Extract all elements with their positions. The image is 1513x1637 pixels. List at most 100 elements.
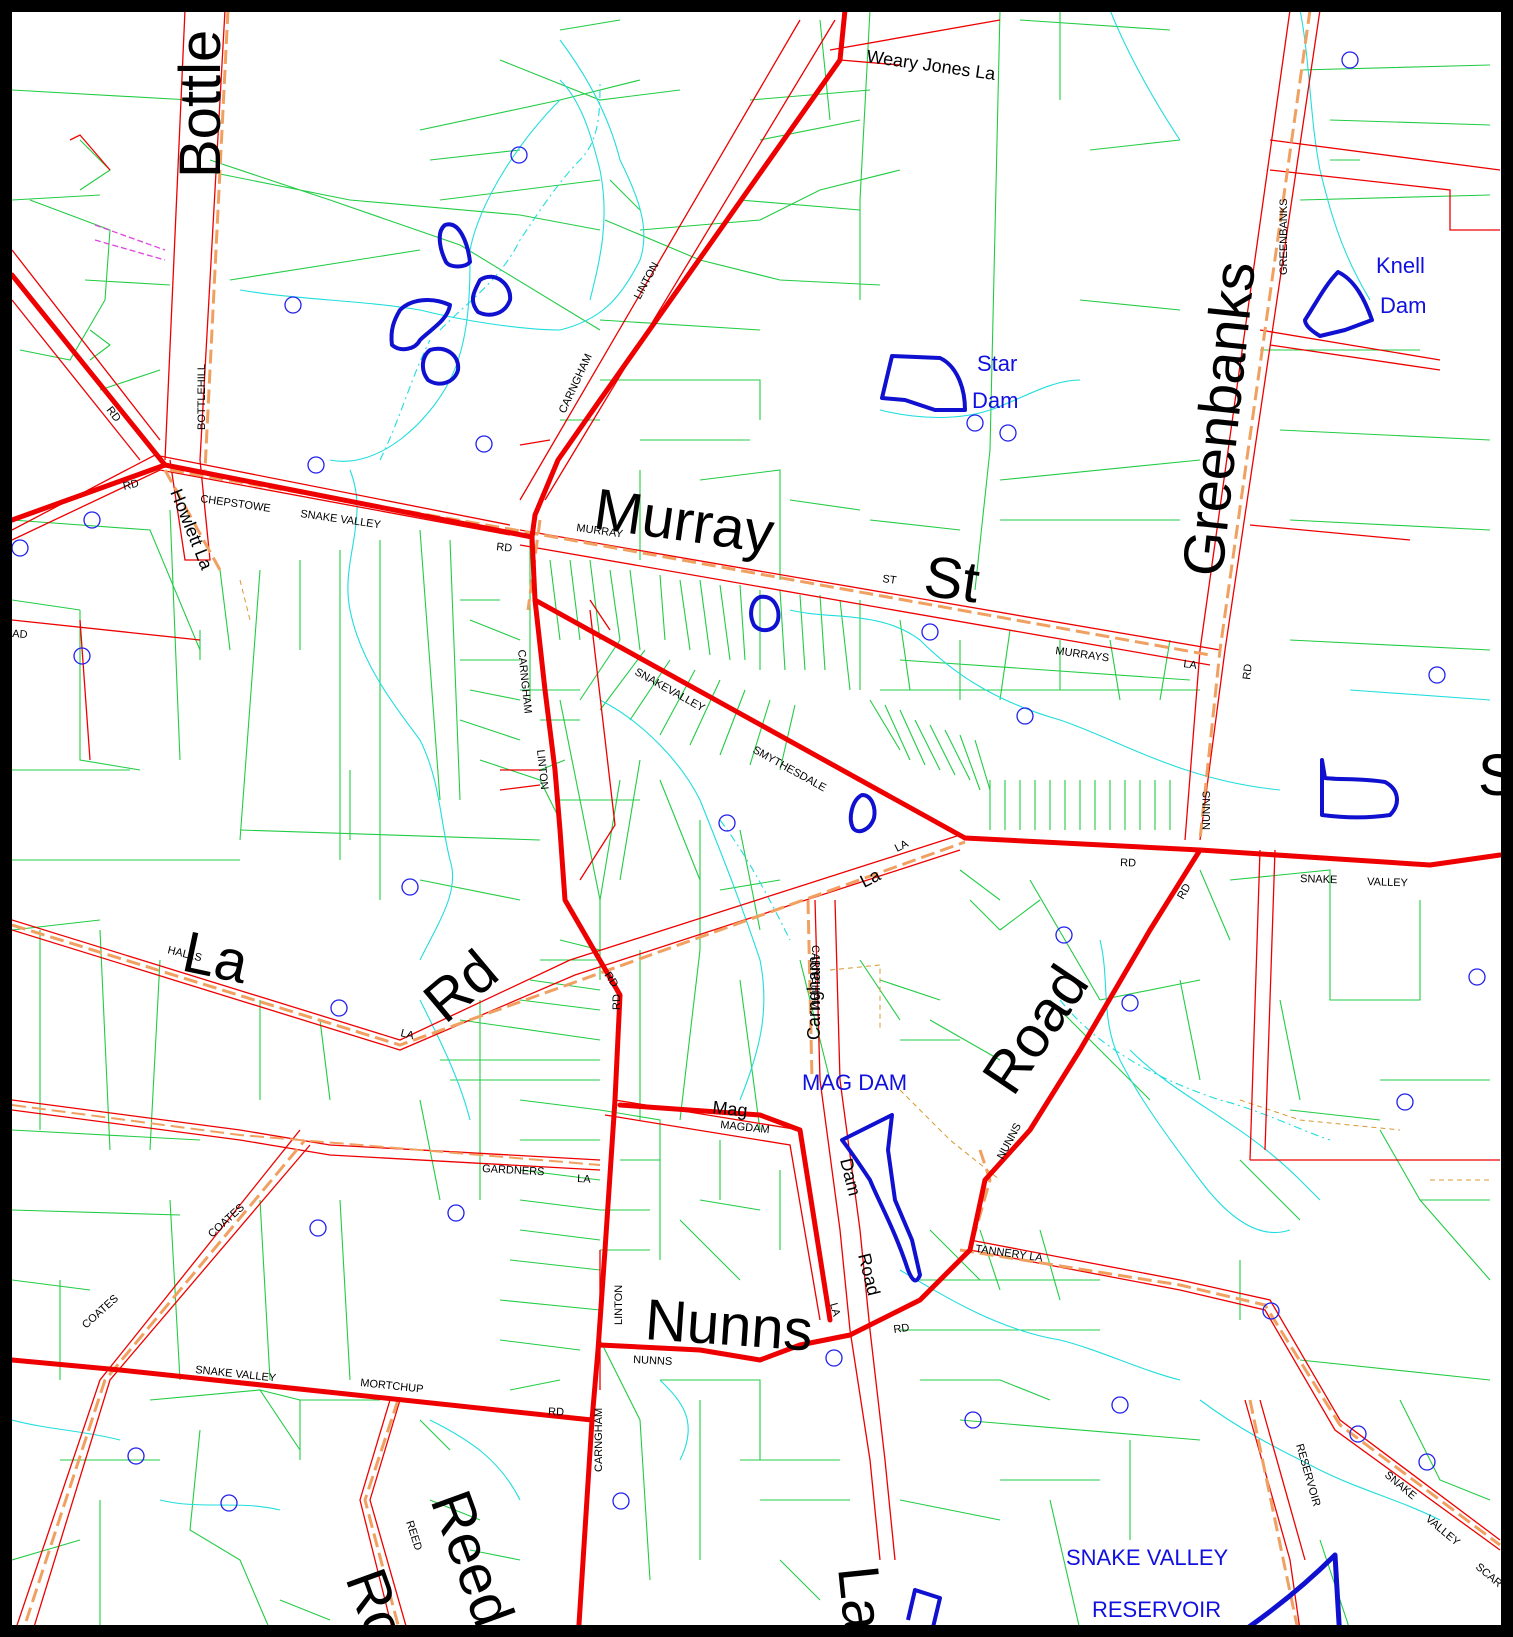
dam-outline bbox=[470, 274, 513, 317]
road-label-la-bottom: La bbox=[825, 1563, 896, 1635]
water-label-mag-dam: MAG DAM bbox=[802, 1070, 907, 1095]
survey-marker bbox=[475, 435, 493, 453]
small-label: LA bbox=[399, 1027, 416, 1042]
road-bottlehill bbox=[12, 272, 168, 468]
snake-valley-reservoir-outline bbox=[1247, 1552, 1342, 1625]
survey-marker bbox=[966, 414, 984, 432]
survey-marker bbox=[1111, 1396, 1129, 1414]
parcel-boundaries bbox=[12, 12, 1491, 1625]
dam-outline bbox=[421, 346, 461, 386]
water-label-star: Star bbox=[977, 351, 1017, 376]
survey-marker bbox=[309, 1219, 327, 1237]
survey-marker bbox=[964, 1411, 982, 1429]
small-label: NUNNS bbox=[1201, 791, 1213, 830]
survey-marker bbox=[447, 1204, 465, 1222]
small-label: LA bbox=[893, 838, 911, 855]
small-label: RESERVOIR bbox=[1293, 1443, 1322, 1508]
road-chepstowe-snake-valley bbox=[12, 462, 535, 540]
tracks bbox=[239, 579, 1490, 1181]
road-label-carngham-vertical: Carngham bbox=[804, 956, 824, 1040]
road-label-bottle: Bottle bbox=[168, 30, 233, 178]
road-label-weary-jones: Weary Jones La bbox=[865, 46, 997, 84]
small-label: RD bbox=[1241, 663, 1255, 680]
small-label: VALLEY bbox=[1367, 876, 1409, 889]
small-label: MAGDAM bbox=[720, 1119, 770, 1136]
road-label-la-left: La bbox=[177, 919, 254, 996]
dam-outline bbox=[389, 297, 452, 352]
survey-marker bbox=[83, 511, 101, 529]
survey-marker bbox=[307, 456, 325, 474]
survey-marker bbox=[718, 814, 736, 832]
small-label: RD bbox=[496, 541, 513, 555]
road-label-s-edge: S bbox=[1478, 743, 1513, 808]
survey-marker bbox=[1396, 1093, 1414, 1111]
small-label: RD bbox=[548, 1406, 564, 1419]
medium-road-labels: Weary Jones La Howlett La Mag Dam Road C… bbox=[166, 46, 997, 1298]
survey-marker bbox=[612, 1492, 630, 1510]
small-label: ST bbox=[882, 573, 898, 587]
dam-outline bbox=[906, 1588, 942, 1625]
mag-dam-outline bbox=[840, 1113, 922, 1283]
road-carngham-linton-north bbox=[529, 12, 848, 540]
survey-marker bbox=[1121, 994, 1139, 1012]
small-label: LA bbox=[827, 1302, 842, 1319]
small-label: RD bbox=[122, 477, 140, 493]
water-label-reservoir-1: SNAKE VALLEY bbox=[1066, 1545, 1229, 1570]
water-label-knell: Knell bbox=[1376, 253, 1425, 278]
road-mortchup bbox=[12, 1357, 595, 1423]
survey-marker bbox=[999, 424, 1017, 442]
road-carngham-south bbox=[576, 1417, 595, 1625]
small-label: LINTON bbox=[534, 749, 550, 790]
road-label-la-diagonal: La bbox=[857, 864, 885, 891]
watercourses bbox=[12, 12, 1491, 1521]
survey-marker bbox=[127, 1447, 145, 1465]
small-label: MURRAYS bbox=[1055, 645, 1110, 664]
small-label: LA bbox=[1183, 658, 1199, 672]
road-nunns bbox=[597, 847, 1203, 1363]
small-label: CHEPSTOWE bbox=[200, 493, 272, 515]
survey-marker bbox=[73, 647, 91, 665]
small-label: REED bbox=[403, 1519, 424, 1552]
survey-marker bbox=[1418, 1453, 1436, 1471]
survey-marker bbox=[825, 1349, 843, 1367]
dam-outline bbox=[848, 793, 877, 834]
water-label-reservoir-2: RESERVOIR bbox=[1092, 1597, 1221, 1622]
survey-marker bbox=[1468, 968, 1486, 986]
water-label-knell-dam: Dam bbox=[1380, 293, 1426, 318]
survey-marker bbox=[1349, 1425, 1367, 1443]
road-label-murray: Murray bbox=[590, 477, 778, 566]
small-label: CARNGHAM bbox=[515, 649, 534, 714]
survey-marker bbox=[510, 146, 528, 164]
survey-marker bbox=[1341, 51, 1359, 69]
major-roads bbox=[12, 12, 1501, 1625]
small-label: GREENBANKS bbox=[1278, 199, 1290, 275]
small-label: RD bbox=[893, 1322, 910, 1336]
dams bbox=[389, 222, 1399, 1625]
road-label-nunns: Nunns bbox=[643, 1287, 815, 1364]
small-label: MORTCHUP bbox=[360, 1377, 424, 1396]
road-casings bbox=[12, 12, 1501, 1625]
survey-marker bbox=[220, 1494, 238, 1512]
small-label: COATES bbox=[80, 1293, 121, 1332]
small-label: RD bbox=[611, 994, 623, 1010]
road-carngham-linton-south bbox=[529, 534, 623, 1423]
road-smythesdale bbox=[532, 597, 968, 841]
small-label: NUNNS bbox=[633, 1354, 673, 1368]
small-label: CARNGHAM bbox=[593, 1408, 605, 1472]
road-label-st: St bbox=[920, 544, 983, 616]
small-label: SNAKE VALLEY bbox=[300, 508, 383, 531]
road-label-road-right: Road bbox=[970, 954, 1101, 1105]
road-label-rd-left: Rd bbox=[412, 937, 511, 1034]
small-label: GARDNERS bbox=[482, 1163, 545, 1178]
road-label-road: Road bbox=[854, 1251, 884, 1298]
small-label: CARNGHAM bbox=[557, 352, 595, 415]
small-label: LINTON bbox=[613, 1285, 625, 1325]
dam-outline bbox=[437, 222, 472, 269]
survey-marker bbox=[284, 296, 302, 314]
small-label: CARNGHAM bbox=[809, 945, 821, 1009]
small-label: TANNERY LA bbox=[975, 1243, 1045, 1264]
road-snake-valley-east bbox=[962, 835, 1501, 868]
small-label: RD bbox=[1120, 857, 1136, 870]
